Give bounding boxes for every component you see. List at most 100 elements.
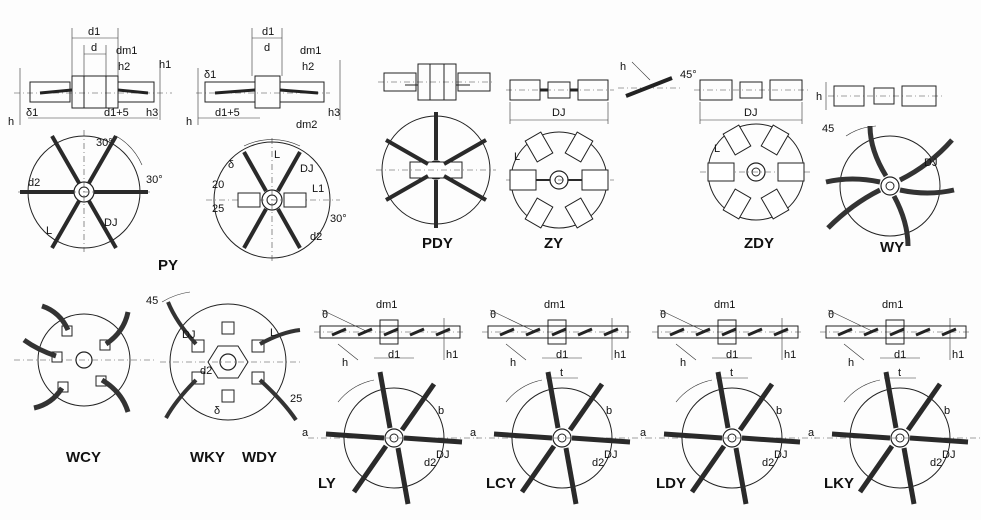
ldy-dim-d2: d2 — [762, 457, 774, 469]
lcy-dim-h: h — [510, 357, 516, 369]
py-dim-d: d — [91, 42, 97, 54]
wy-dim-dj: DJ — [924, 157, 937, 169]
ldy-dim-t: t — [730, 367, 733, 379]
lky-dim-h1: h1 — [952, 349, 964, 361]
wky-dim-45: 45 — [146, 295, 158, 307]
lky-dim-a: a — [808, 427, 815, 439]
pdy-side-view — [378, 63, 494, 101]
lcy-dim-h1: h1 — [614, 349, 626, 361]
ldy-dim-b: b — [776, 405, 782, 417]
wy-label: WY — [880, 239, 904, 256]
lcy-dim-t: t — [560, 367, 563, 379]
wky-dim-d2: d2 — [200, 365, 212, 377]
zdy-dim-dj: DJ — [744, 107, 757, 119]
wky-dim-delta: δ — [214, 405, 220, 417]
zy-dim-l: L — [514, 151, 520, 163]
lky-dim-d1: d1 — [894, 349, 906, 361]
ldy-dim-dm1: dm1 — [714, 299, 735, 311]
wdy-label: WDY — [242, 449, 277, 466]
lcy-dim-dm1: dm1 — [544, 299, 565, 311]
py2-dim-dm1: dm1 — [300, 45, 321, 57]
lky-dim-dm1: dm1 — [882, 299, 903, 311]
py2-dim-h: h — [186, 116, 192, 128]
lcy-dim-a: a — [470, 427, 477, 439]
ldy-dim-d1: d1 — [726, 349, 738, 361]
wy-plan-view: 45 DJ WY — [822, 123, 955, 256]
lky-dim-theta: θ — [828, 309, 834, 321]
zy-label: ZY — [544, 235, 563, 252]
py2-dim-d: d — [264, 42, 270, 54]
wky-dim-dj: DJ — [182, 329, 195, 341]
ly-dim-d2: d2 — [424, 457, 436, 469]
py-dim-angle-30-right: 30° — [146, 174, 163, 186]
wy-dim-45: 45 — [822, 123, 834, 135]
py-side-view: d1 d dm1 h2 h1 h δ1 d1+5 h3 — [8, 26, 172, 128]
lcy-dim-d2: d2 — [592, 457, 604, 469]
py-dim-d1: d1 — [88, 26, 100, 38]
wcy-plan-view: WCY — [14, 303, 156, 466]
zy-plan-view: L ZY — [506, 131, 614, 252]
zdy-plan-view: L ZDY — [700, 123, 812, 252]
ly-dim-dj: DJ — [436, 449, 449, 461]
ly-label: LY — [318, 475, 336, 492]
ldy-dim-theta: θ — [660, 309, 666, 321]
wy-dim-h: h — [816, 91, 822, 103]
py-plan-view: 30° 30° d2 L DJ PY — [18, 130, 178, 274]
py-dim-h3: h3 — [146, 107, 158, 119]
py-dim-l: L — [46, 225, 52, 237]
ldy-dim-a: a — [640, 427, 647, 439]
h45-dim-45: 45° — [680, 69, 697, 81]
wky-dim-25: 25 — [290, 393, 302, 405]
lky-dim-d2: d2 — [930, 457, 942, 469]
py2-dim-l: L — [274, 149, 280, 161]
zy-dim-dj: DJ — [552, 107, 565, 119]
py2-dim-l1: L1 — [312, 183, 324, 195]
py2-dim-20: 20 — [212, 179, 224, 191]
py-dim-d1-plus-5: d1+5 — [104, 107, 129, 119]
lky-dim-h: h — [848, 357, 854, 369]
lcy-label: LCY — [486, 475, 516, 492]
lcy-dim-dj: DJ — [604, 449, 617, 461]
ly-dim-a: a — [302, 427, 309, 439]
lky-dim-dj: DJ — [942, 449, 955, 461]
py2-plan-view: δ L DJ L1 20 25 30° d2 — [206, 138, 347, 262]
ldy-dim-dj: DJ — [774, 449, 787, 461]
ly-dim-dm1: dm1 — [376, 299, 397, 311]
wky-dim-l: L — [270, 327, 276, 339]
lcy-dim-d1: d1 — [556, 349, 568, 361]
wky-label: WKY — [190, 449, 225, 466]
ly-dim-d1: d1 — [388, 349, 400, 361]
lcy-dim-theta: θ — [490, 309, 496, 321]
ly-dim-h1: h1 — [446, 349, 458, 361]
py2-dim-h2: h2 — [302, 61, 314, 73]
py2-dim-d1-plus-5: d1+5 — [215, 107, 240, 119]
zdy-label: ZDY — [744, 235, 774, 252]
zdy-dim-l: L — [714, 143, 720, 155]
py2-dim-angle-30: 30° — [330, 213, 347, 225]
ly-dim-h: h — [342, 357, 348, 369]
py2-dim-d2: d2 — [310, 231, 322, 243]
ldy-dim-h1: h1 — [784, 349, 796, 361]
py-dim-h2: h2 — [118, 61, 130, 73]
h45-dim-h: h — [620, 61, 626, 73]
py-label: PY — [158, 257, 178, 274]
py-dim-delta1: δ1 — [26, 107, 38, 119]
ly-dim-theta: θ — [322, 309, 328, 321]
py-dim-angle-30-top: 30° — [96, 137, 113, 149]
pdy-plan-view: PDY — [376, 112, 496, 252]
py-dim-dm1: dm1 — [116, 45, 137, 57]
ldy-dim-h: h — [680, 357, 686, 369]
py-dim-d2: d2 — [28, 177, 40, 189]
wcy-label: WCY — [66, 449, 101, 466]
lcy-dim-b: b — [606, 405, 612, 417]
py-dim-h1: h1 — [159, 59, 171, 71]
py2-dim-25: 25 — [212, 203, 224, 215]
pdy-label: PDY — [422, 235, 453, 252]
py2-dim-h3: h3 — [328, 107, 340, 119]
lky-label: LKY — [824, 475, 854, 492]
